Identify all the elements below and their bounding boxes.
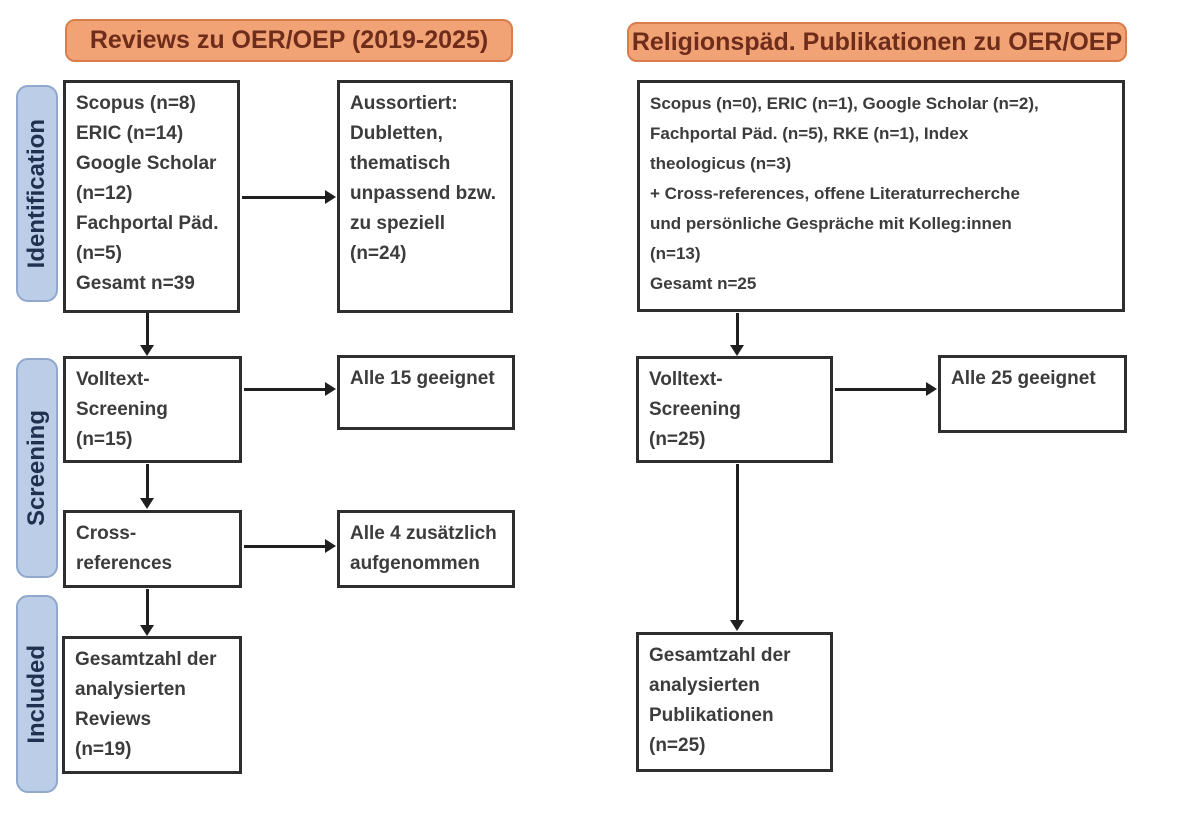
box-left-crossref: Cross-references (n=4) <box>63 510 242 588</box>
arrow-left-identification-to-excluded <box>242 190 336 204</box>
arrow-left-screening-to-result <box>244 382 336 396</box>
stage-pill-included-label: Included <box>23 644 50 744</box>
box-left-included: Gesamtzahl der analysierten Reviews (n=1… <box>62 636 242 774</box>
box-right-identification: Scopus (n=0), ERIC (n=1), Google Scholar… <box>637 80 1125 312</box>
box-right-screening: Volltext- Screening (n=25) <box>636 356 833 463</box>
arrow-left-identification-to-screening <box>140 313 154 356</box>
arrow-right-identification-to-screening <box>730 313 744 356</box>
box-left-crossref-result: Alle 4 zusätzlich aufgenommen <box>337 510 515 588</box>
stage-pill-included: Included <box>16 595 58 793</box>
column-header-reviews: Reviews zu OER/OEP (2019-2025) <box>65 19 513 62</box>
stage-pill-identification-label: Identification <box>23 118 50 269</box>
stage-pill-screening-label: Screening <box>23 409 50 527</box>
stage-pill-screening: Screening <box>16 358 58 578</box>
box-left-identification: Scopus (n=8) ERIC (n=14) Google Scholar … <box>63 80 240 313</box>
column-header-reviews-label: Reviews zu OER/OEP (2019-2025) <box>89 26 489 54</box>
box-right-screening-result: Alle 25 geeignet <box>938 355 1127 433</box>
box-right-included: Gesamtzahl der analysierten Publikatione… <box>636 632 833 772</box>
arrow-left-crossref-to-included <box>140 589 154 636</box>
box-left-screening: Volltext- Screening (n=15) <box>63 356 242 463</box>
arrow-right-screening-to-result <box>835 382 937 396</box>
arrow-left-crossref-to-result <box>244 539 336 553</box>
stage-pill-identification: Identification <box>16 85 58 302</box>
arrow-right-screening-to-included <box>730 464 744 631</box>
box-left-excluded: Aussortiert: Dubletten, thematisch unpas… <box>337 80 513 313</box>
column-header-religionspaed: Religionspäd. Publikationen zu OER/OEP <box>627 22 1127 62</box>
box-left-screening-result: Alle 15 geeignet <box>337 355 515 430</box>
arrow-left-screening-to-crossref <box>140 464 154 509</box>
column-header-religionspaed-label: Religionspäd. Publikationen zu OER/OEP <box>631 27 1123 56</box>
